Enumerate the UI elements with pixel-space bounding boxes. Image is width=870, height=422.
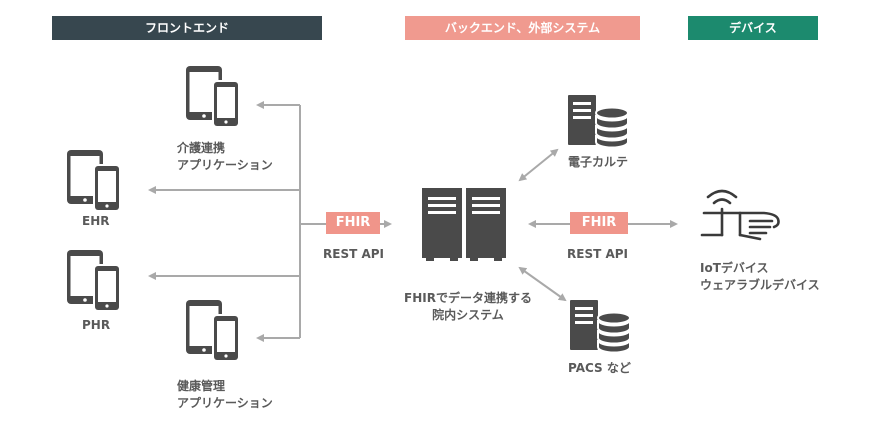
health-app-label: 健康管理 アプリケーション — [177, 379, 273, 410]
pacs-server-database-icon — [569, 299, 631, 354]
iot-device-label: IoTデバイス ウェアラブルデバイス — [700, 261, 820, 292]
frontend-header: フロントエンド — [52, 16, 322, 40]
hospital-server-pair-icon — [422, 188, 506, 261]
fhir-badge-left: FHIR — [326, 212, 380, 234]
phr-tablet-phone-icon — [67, 250, 121, 312]
rest-api-label-left: REST API — [323, 247, 384, 261]
pacs-label: PACS など — [568, 361, 631, 375]
backend-header: バックエンド、外部システム — [405, 16, 640, 40]
iot-wearable-hand-icon — [700, 189, 780, 241]
care-app-tablet-phone-icon — [186, 66, 240, 128]
ehr-tablet-phone-icon — [67, 150, 121, 212]
hospital-system-label: FHIRでデータ連携する 院内システム — [404, 291, 532, 322]
frontend-connectors — [148, 101, 392, 342]
rest-api-label-right: REST API — [567, 247, 628, 261]
ehr-label: EHR — [82, 214, 110, 228]
care-app-label: 介護連携 アプリケーション — [177, 141, 273, 172]
emr-label: 電子カルテ — [568, 155, 629, 169]
fhir-badge-right: FHIR — [570, 212, 628, 234]
health-app-tablet-phone-icon — [186, 300, 240, 362]
devices-header: デバイス — [688, 16, 818, 40]
phr-label: PHR — [82, 318, 111, 332]
emr-server-database-icon — [567, 94, 629, 149]
